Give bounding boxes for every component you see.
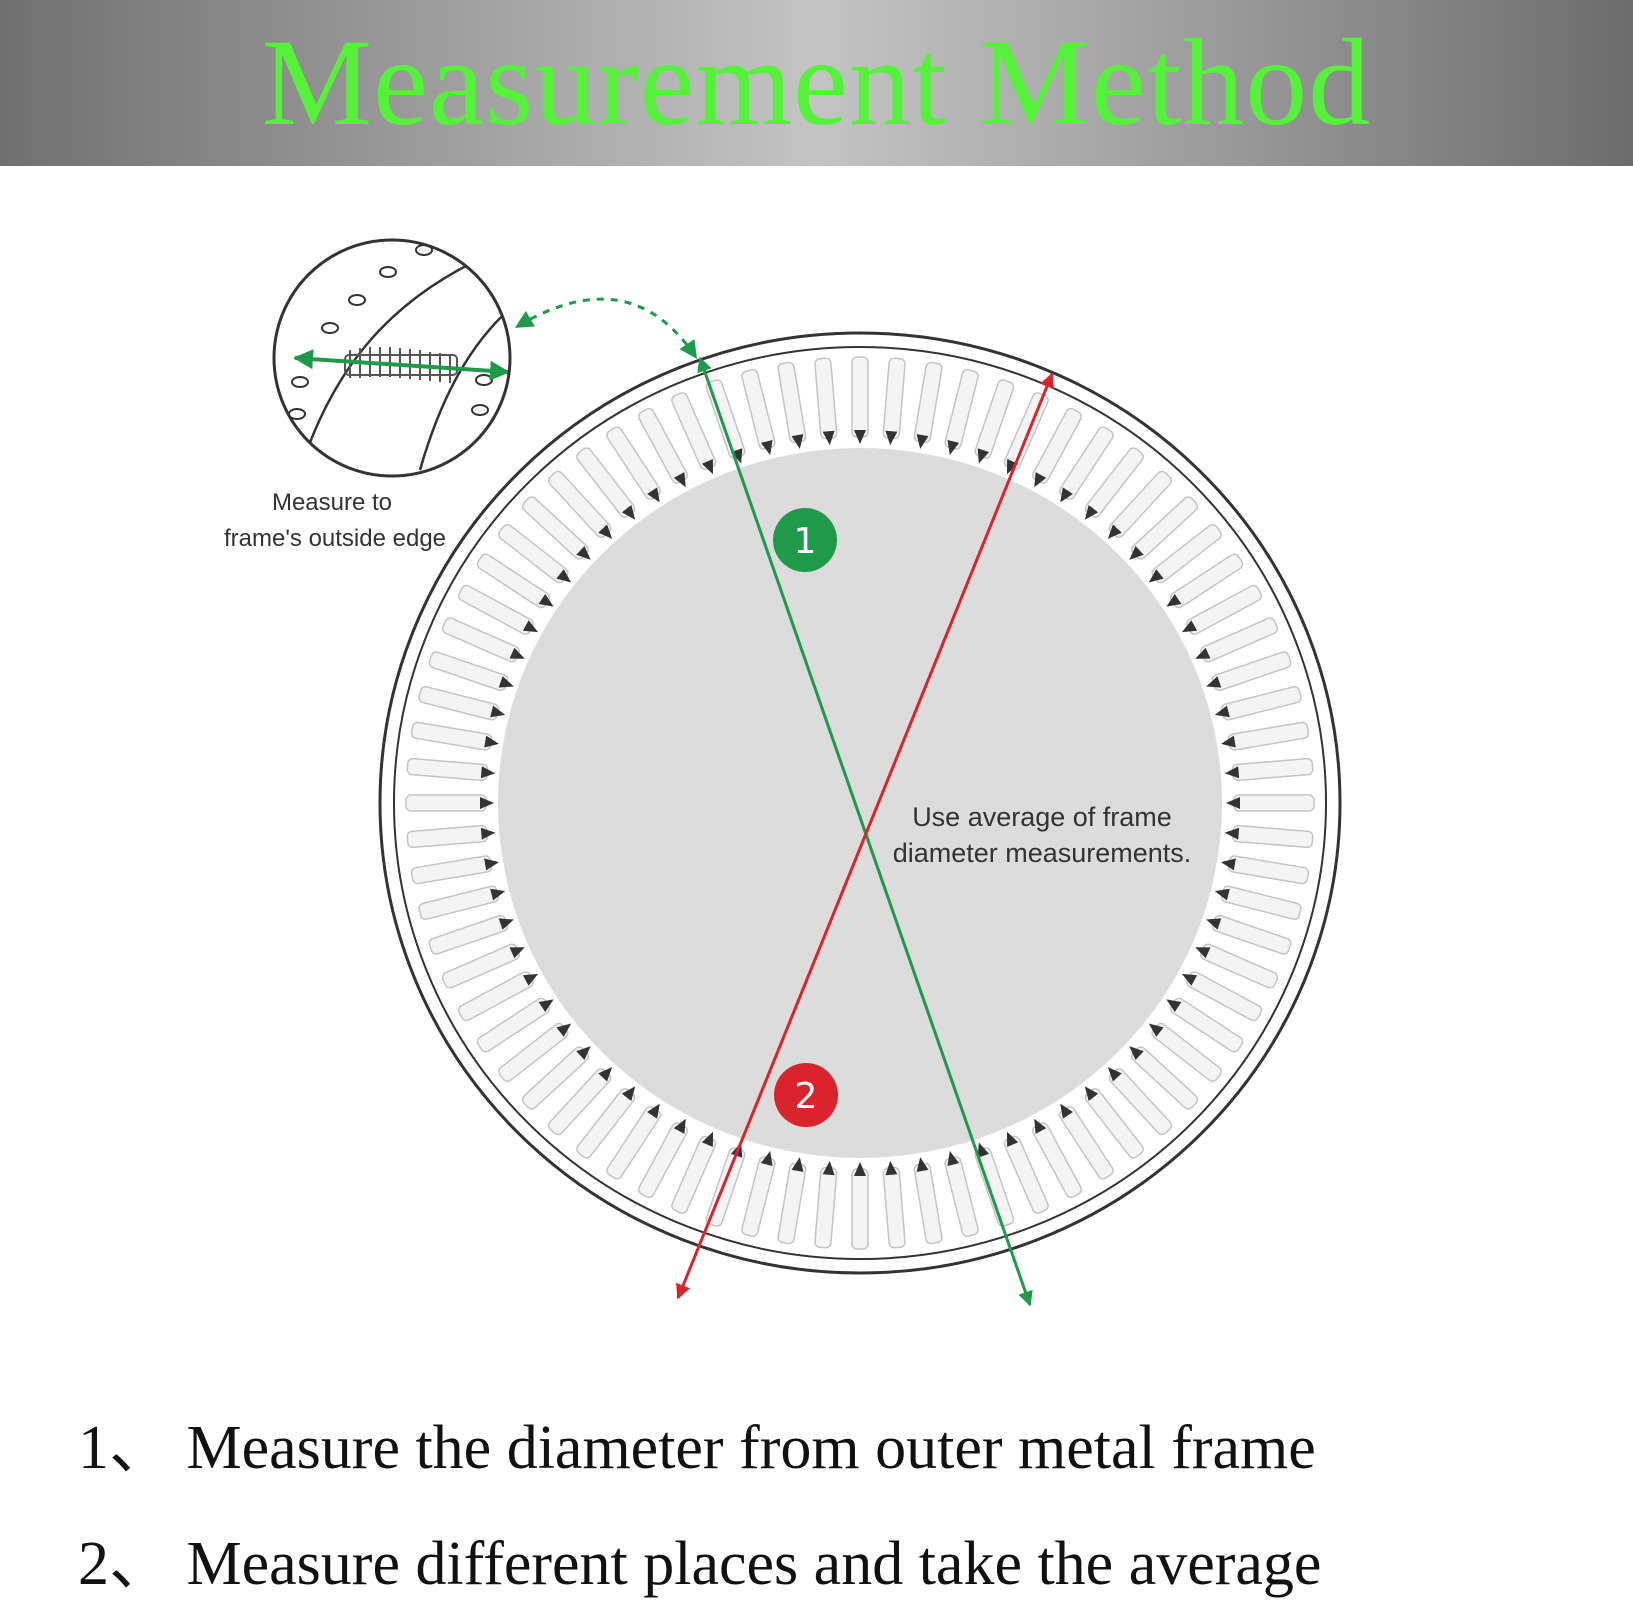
mat-hook (1107, 524, 1122, 539)
mat-hook (1148, 569, 1164, 583)
mat-hook (490, 888, 506, 901)
spring (1233, 794, 1315, 812)
inset-connector-arrow (514, 297, 698, 359)
mat-hook (598, 524, 613, 539)
mat-hook (490, 705, 506, 718)
mat-hook (1224, 827, 1240, 840)
mat-hook (1107, 1067, 1122, 1082)
mat-hook (480, 766, 496, 779)
mat-hook (1181, 973, 1198, 986)
mat-hook (484, 735, 500, 748)
mat-hook (480, 827, 496, 840)
badge-2-label: 2 (795, 1076, 818, 1117)
mat-hook (1129, 545, 1144, 560)
mat-hook (522, 620, 539, 633)
mat-hook (480, 797, 494, 809)
mat-hook (576, 1046, 591, 1061)
mat-hook (498, 676, 514, 688)
badge-1: 1 (773, 508, 837, 572)
mat-hook (621, 1086, 636, 1101)
mat-hook (1166, 999, 1182, 1013)
spring (851, 1168, 869, 1250)
mat-hook (1214, 888, 1230, 901)
mat-hook (1166, 593, 1182, 607)
mat-hook (1214, 705, 1230, 718)
mat-hook (1226, 797, 1240, 809)
inset-label-line-1: Measure to (272, 489, 392, 516)
mat-hook (1220, 735, 1236, 748)
mat-hook (1195, 947, 1211, 959)
mat-hook (556, 1023, 572, 1037)
center-label-line-2: diameter measurements. (893, 838, 1192, 868)
mat-hook (1224, 766, 1240, 779)
mat-hook (1129, 1046, 1144, 1061)
badge-2: 2 (774, 1063, 838, 1127)
mat-hook (1060, 487, 1073, 503)
mat-hook (621, 505, 636, 520)
mat-hook (647, 487, 660, 503)
mat-hook (598, 1067, 613, 1082)
mat-hook (484, 858, 500, 871)
step-2-text: 2、 Measure different places and take the… (78, 1530, 1322, 1598)
mat-hook (1220, 858, 1236, 871)
center-label-line-1: Use average of frame (912, 802, 1172, 832)
mat-hook (1060, 1103, 1073, 1119)
mat-hook (538, 593, 554, 607)
page-title: Measurement Method (261, 14, 1372, 151)
mat-hook (1206, 676, 1222, 688)
mat-hook (1206, 918, 1222, 930)
trampoline-diagram: 1 2 Use average of frame diameter measur… (224, 238, 1342, 1307)
inset-label-line-2: frame's outside edge (224, 525, 446, 552)
badge-1-label: 1 (794, 521, 817, 562)
mat-hook (1195, 647, 1211, 659)
mat-hook (538, 999, 554, 1013)
mat-hook (1148, 1023, 1164, 1037)
spring (851, 356, 869, 438)
frame-edge-inset (272, 238, 512, 478)
measurement-line-2 (676, 372, 1054, 1300)
mat-hook (522, 973, 539, 986)
mat-hook (647, 1103, 660, 1119)
mat-hook (1084, 1086, 1099, 1101)
spring (405, 794, 487, 812)
header-banner (0, 0, 1633, 166)
mat-hook (1181, 620, 1198, 633)
mat-hook (1084, 505, 1099, 520)
mat-hook (576, 545, 591, 560)
mat-hook (556, 569, 572, 583)
mat-hook (509, 947, 525, 959)
step-1-text: 1、 Measure the diameter from outer metal… (78, 1414, 1316, 1482)
mat-hook (509, 647, 525, 659)
mat-hook (498, 918, 514, 930)
